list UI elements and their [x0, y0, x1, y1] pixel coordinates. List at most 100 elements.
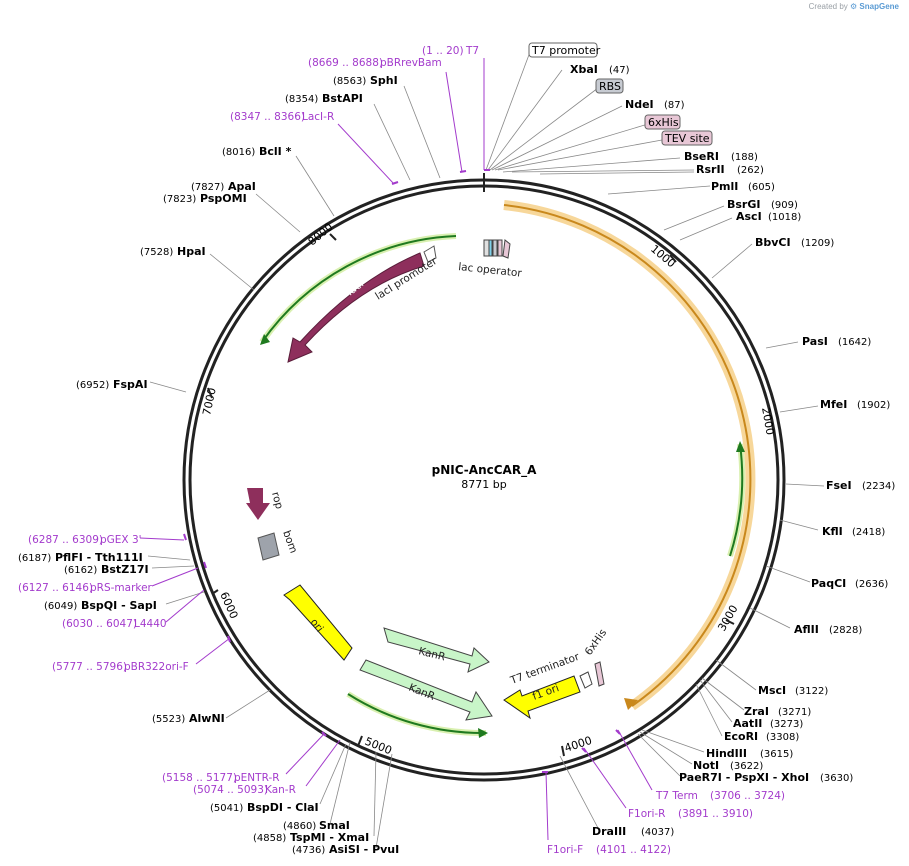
- snapgene-credit: Created by ⚙ SnapGene: [809, 2, 899, 11]
- site-pos: (47): [609, 65, 630, 76]
- site-name: SphI: [370, 74, 398, 87]
- rop-label: rop: [269, 491, 285, 511]
- site-name: EcoRI: [724, 730, 758, 743]
- lac-operator-feature: [488, 239, 493, 257]
- site-pos: (3622): [730, 761, 763, 772]
- site-bspqi: (6049) BspQI - SapI: [44, 599, 157, 612]
- site-pos: (3615): [760, 749, 793, 760]
- site-name: ApaI: [228, 180, 256, 193]
- primer-marks: [183, 169, 621, 773]
- primer-name: Kan-R: [265, 784, 296, 796]
- site-name: NdeI: [625, 98, 654, 111]
- connector-lines: [147, 51, 825, 849]
- site-bseri: BseRI (188): [684, 150, 758, 163]
- site-pos: (4858): [253, 833, 286, 844]
- credit-prefix: Created by: [808, 2, 848, 11]
- his-c-feature: [594, 661, 605, 687]
- site-name: KflI: [822, 525, 843, 538]
- site-pos: (909): [771, 200, 798, 211]
- site-name: HindIII: [706, 747, 747, 760]
- site-pos: (4736): [292, 845, 325, 856]
- site-mfei: MfeI (1902): [820, 398, 890, 411]
- primer-range: (8347 .. 8366): [230, 111, 305, 123]
- tev-label: TEV site: [664, 132, 710, 145]
- primer-pbr322ori-f: (5777 .. 5796) pBR322ori-F: [52, 661, 189, 673]
- site-name: BspDI - ClaI: [247, 801, 319, 814]
- rop-arrow: [246, 488, 270, 520]
- site-pos: (1209): [801, 238, 834, 249]
- site-pos: (5523): [152, 714, 185, 725]
- site-name: MscI: [758, 684, 786, 697]
- tick-mark-8000: [329, 233, 337, 241]
- site-pos: (6162): [64, 565, 97, 576]
- primer-name: F1ori-R: [628, 808, 665, 820]
- primer-range: (6127 .. 6146): [18, 582, 93, 594]
- tick-mark-3000: [725, 619, 735, 625]
- site-pos: (4037): [641, 827, 674, 838]
- his-feature: [497, 239, 503, 257]
- site-name: FspAI: [113, 378, 148, 391]
- site-pflfi: (6187) PflFI - Tth111I: [18, 551, 143, 564]
- primer-l4440: (6030 .. 6047) L4440: [62, 618, 167, 630]
- site-paer7i: PaeR7I - PspXI - XhoI (3630): [679, 771, 853, 784]
- site-name: AatII: [733, 717, 762, 730]
- primer-pentr-r: (5158 .. 5177) pENTR-R: [162, 772, 280, 784]
- site-pos: (4860): [283, 821, 316, 832]
- primer-range: (4101 .. 4122): [596, 844, 671, 856]
- site-msci: MscI (3122): [758, 684, 828, 697]
- site-fspai: (6952) FspAI: [76, 378, 148, 391]
- site-sphi: (8563) SphI: [333, 74, 398, 87]
- site-name: PaqCI: [811, 577, 846, 590]
- site-pos: (3122): [795, 686, 828, 697]
- site-pos: (2418): [852, 527, 885, 538]
- site-tspmi: (4858) TspMI - XmaI: [253, 831, 369, 844]
- site-name: HpaI: [177, 245, 206, 258]
- site-apai: (7827) ApaI: [191, 180, 256, 193]
- site-pos: (2636): [855, 579, 888, 590]
- site-name: BbvCI: [755, 236, 791, 249]
- tick-7000: 7000: [200, 387, 219, 417]
- site-aatii: AatII (3273): [733, 717, 803, 730]
- site-pasi: PasI (1642): [802, 335, 871, 348]
- site-pos: (1018): [768, 212, 801, 223]
- site-bstz17i: (6162) BstZ17I: [64, 563, 149, 576]
- primer-laci-r: (8347 .. 8366) LacI-R: [230, 111, 334, 123]
- rbs-label: RBS: [599, 80, 621, 93]
- site-ndei: NdeI (87): [625, 98, 685, 111]
- primer-pgex3: (6287 .. 6309) pGEX 3': [28, 534, 142, 546]
- kan-green-arc: [347, 693, 487, 735]
- site-bsrgi: BsrGI (909): [727, 198, 798, 211]
- primer-name: T7: [465, 45, 479, 57]
- plasmid-name: pNIC-AncCAR_A: [432, 463, 537, 478]
- site-pmli: PmlI (605): [711, 180, 775, 193]
- site-name: AflII: [794, 623, 819, 636]
- primer-name: F1ori-F: [547, 844, 583, 856]
- site-hindiii: HindIII (3615): [706, 747, 793, 760]
- primer-range: (8669 .. 8688): [308, 57, 383, 69]
- site-name: DraIII: [592, 825, 626, 838]
- site-name: PspOMI: [200, 192, 247, 205]
- site-name: ZraI: [744, 705, 769, 718]
- site-kfli: KflI (2418): [822, 525, 885, 538]
- site-pos: (188): [731, 152, 758, 163]
- site-zrai: ZraI (3271): [744, 705, 811, 718]
- laci-arrow: [287, 252, 425, 363]
- site-smai: (4860) SmaI: [283, 819, 350, 832]
- kanr-arrow-2: [359, 659, 493, 721]
- site-name: FseI: [826, 479, 852, 492]
- site-name: AlwNI: [189, 712, 225, 725]
- primer-prs-marker: (6127 .. 6146) pRS-marker: [18, 582, 153, 594]
- laci-promoter-arrow: [423, 245, 437, 263]
- orf-inner-head: [736, 441, 745, 452]
- t7-promoter-box: [528, 42, 598, 58]
- primer-range: (5777 .. 5796): [52, 661, 127, 673]
- tick-mark-4000: [561, 745, 565, 757]
- primer-f1ori-f: F1ori-F (4101 .. 4122): [547, 844, 671, 856]
- primer-range: (5158 .. 5177): [162, 772, 237, 784]
- site-hpai: (7528) HpaI: [140, 245, 206, 258]
- site-name: AsiSI - PvuI: [329, 843, 399, 856]
- primer-name: pBRrevBam: [380, 57, 442, 69]
- site-pos: (605): [748, 182, 775, 193]
- rbs-feature: [492, 239, 498, 257]
- site-pos: (8563): [333, 76, 366, 87]
